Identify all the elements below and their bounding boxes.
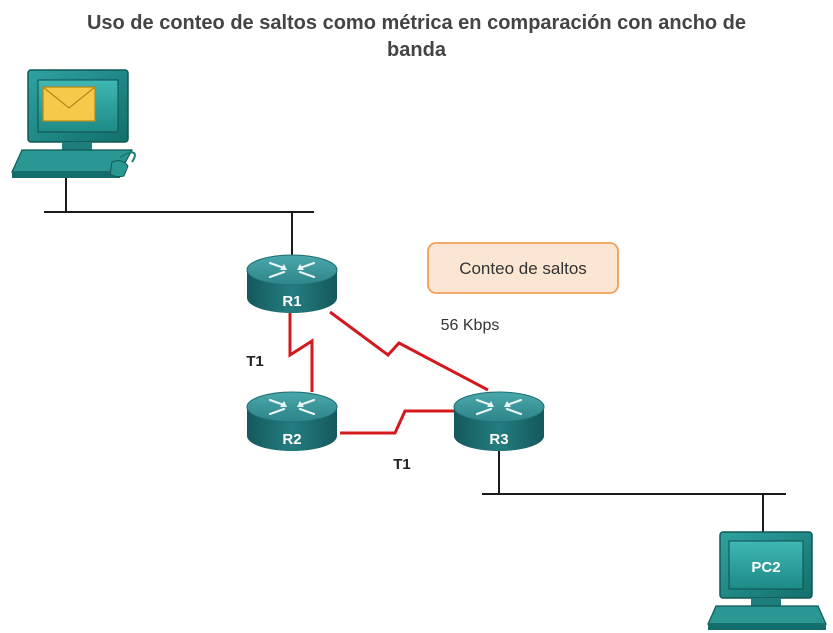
pc2-label: PC2	[751, 559, 780, 576]
link-label-r2-r3: T1	[393, 456, 411, 473]
router-r3-icon: R3	[453, 391, 545, 451]
link-r1-r2	[288, 312, 314, 392]
link-label-r1-r2: T1	[246, 353, 264, 370]
router-r1-icon: R1	[246, 254, 338, 313]
diagram-title: Uso de conteo de saltos como métrica en …	[0, 10, 833, 64]
pc1-computer-icon	[11, 69, 136, 178]
hop-count-callout: Conteo de saltos	[427, 242, 619, 294]
pc2-computer-icon: PC2	[707, 531, 827, 630]
link-label-r1-r3: 56 Kbps	[441, 317, 500, 334]
top-lan-segment	[44, 178, 314, 255]
link-r1-r3	[329, 310, 489, 392]
title-line-1: Uso de conteo de saltos como métrica en …	[86, 12, 747, 34]
title-line-2: banda	[387, 39, 446, 61]
link-r2-r3	[340, 409, 458, 435]
router-r3-label: R3	[489, 431, 508, 448]
router-r2-label: R2	[282, 431, 301, 448]
router-r1-label: R1	[282, 293, 301, 310]
bottom-lan-segment	[482, 451, 786, 532]
router-r2-icon: R2	[246, 391, 338, 451]
envelope-icon	[42, 86, 96, 122]
callout-label: Conteo de saltos	[459, 259, 587, 278]
